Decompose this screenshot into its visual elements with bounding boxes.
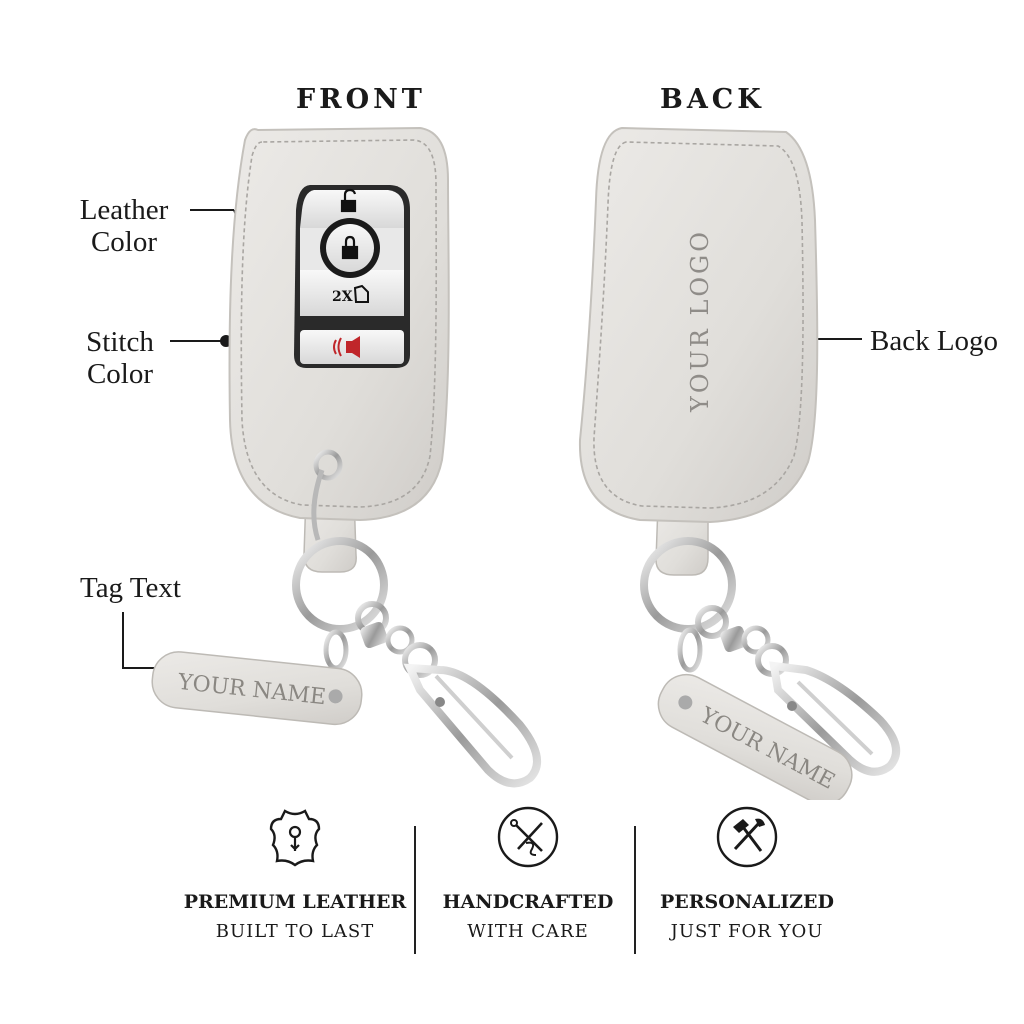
- remote-start-icon: [353, 284, 369, 303]
- feature-subtitle-handcrafted: WITH CARE: [467, 921, 589, 942]
- back-name-tag: YOUR NAME: [657, 673, 853, 800]
- leather-hide-icon: [269, 809, 321, 867]
- feature-title-handcrafted: HANDCRAFTED: [442, 891, 614, 913]
- back-logo-label: Back Logo: [870, 325, 999, 357]
- feature-premium-leather: PREMIUM LEATHER BUILT TO LAST: [180, 805, 410, 955]
- tag-text-label: Tag Text: [80, 572, 181, 604]
- back-leather-case: [578, 126, 819, 524]
- remote-start-label: 2X: [332, 289, 353, 305]
- stitch-color-label: Stitch Color: [68, 326, 172, 390]
- needle-thread-icon: [497, 806, 559, 868]
- front-swivel-clasp: [355, 601, 541, 788]
- front-key-ring: [292, 537, 388, 633]
- front-name-tag: YOUR NAME: [151, 651, 363, 726]
- key-fob-illustration: 2X YOUR NAME: [122, 126, 901, 800]
- leather-color-label-line1: Leather: [79, 194, 169, 226]
- back-fob: YOUR LOGO YOUR NAME: [578, 126, 901, 800]
- stitch-color-label-line1: Stitch: [86, 326, 154, 358]
- leather-color-label: Leather Color: [66, 194, 182, 258]
- back-tag-jump-ring: [677, 627, 703, 673]
- feature-divider-2: [634, 826, 636, 954]
- front-split-ring-top: [313, 449, 343, 481]
- front-tag-jump-ring: [323, 629, 349, 671]
- feature-divider-1: [414, 826, 416, 954]
- feature-title-premium-leather: PREMIUM LEATHER: [183, 891, 407, 913]
- hammer-wrench-icon: [716, 806, 778, 868]
- back-logo-text: YOUR LOGO: [686, 229, 714, 413]
- front-stitching: [240, 139, 438, 508]
- feature-handcrafted: HANDCRAFTED WITH CARE: [413, 805, 643, 955]
- unlock-icon: [340, 188, 357, 213]
- feature-title-personalized: PERSONALIZED: [659, 891, 834, 913]
- back-swivel-clasp: [695, 605, 901, 776]
- feature-subtitle-personalized: JUST FOR YOU: [670, 921, 824, 942]
- front-heading: FRONT: [296, 84, 426, 115]
- front-ring-wire: [311, 469, 325, 541]
- leather-color-label-line2: Color: [90, 226, 158, 258]
- feature-personalized: PERSONALIZED JUST FOR YOU: [632, 805, 862, 955]
- feature-subtitle-premium-leather: BUILT TO LAST: [215, 921, 375, 942]
- back-stitching: [593, 141, 804, 509]
- panic-icon: [333, 336, 360, 358]
- tag-callout-line: [122, 612, 160, 669]
- back-heading: BACK: [660, 84, 765, 115]
- front-fob: 2X YOUR NAME: [151, 126, 541, 788]
- lock-icon: [341, 235, 359, 260]
- stitch-color-label-line2: Color: [86, 358, 154, 390]
